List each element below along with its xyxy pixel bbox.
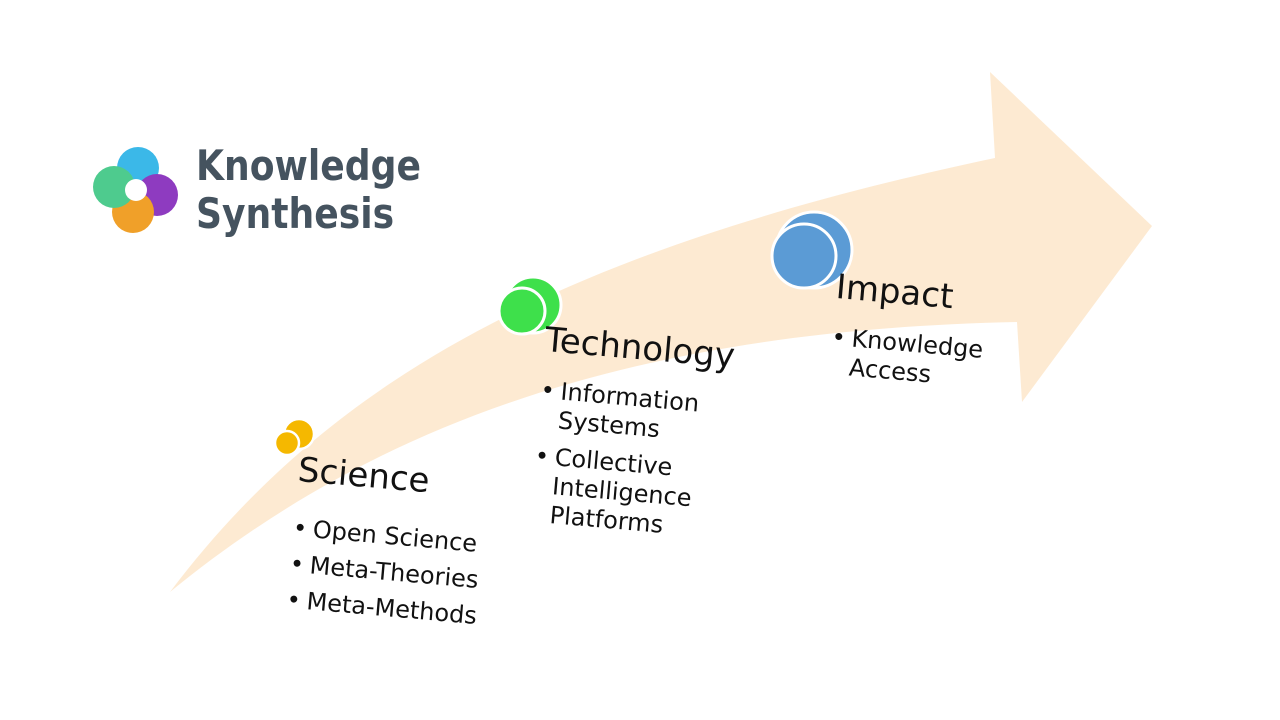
science-marker-icon [273, 417, 316, 457]
logo-line-1: Knowledge [196, 141, 421, 190]
logo-center [125, 179, 147, 201]
science-list: Open Science Meta-Theories Meta-Methods [285, 510, 484, 634]
logo-swirl-icon [93, 147, 178, 233]
logo-line-2: Synthesis [196, 189, 395, 238]
stage-impact: Impact Knowledge Access [828, 265, 989, 394]
stage-technology: Technology Information Systems Collectiv… [529, 318, 737, 545]
list-item: Collective Intelligence Platforms [529, 442, 726, 545]
logo-petal-green [93, 166, 135, 208]
technology-list: Information Systems Collective Intellige… [529, 376, 732, 545]
list-item: Information Systems [537, 376, 732, 450]
growth-arrow [170, 72, 1152, 592]
technology-marker-icon [497, 275, 563, 336]
logo-wordmark: Knowledge Synthesis [196, 142, 421, 238]
impact-marker-icon [770, 210, 854, 290]
stage-science: Science Open Science Meta-Theories Meta-… [285, 448, 490, 634]
